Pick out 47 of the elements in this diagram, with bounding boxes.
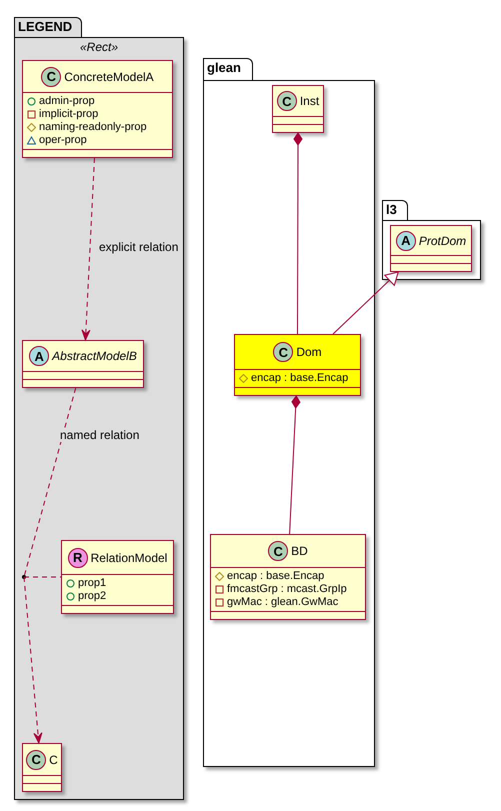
class-kind-icon: C — [41, 66, 62, 86]
class-name: RelationModel — [90, 550, 168, 564]
class-box — [22, 60, 173, 158]
dependency-arrow — [81, 158, 95, 340]
class-attribute: naming-readonly-prop — [39, 121, 147, 134]
dependency-arrow — [24, 576, 42, 744]
class-kind-icon: C — [268, 541, 288, 561]
class-name: C — [49, 752, 58, 766]
edge-label: explicit relation — [97, 240, 180, 254]
package-tab: LEGEND — [14, 17, 82, 37]
class-box — [22, 743, 62, 792]
class-box — [234, 334, 361, 396]
class-name: ConcreteModelA — [64, 70, 154, 84]
class-attribute: oper-prop — [39, 134, 87, 147]
class-name: Inst — [300, 94, 320, 108]
association-line — [24, 388, 76, 578]
class-name: BD — [291, 544, 308, 558]
class-attribute: admin-prop — [39, 95, 95, 108]
class-box — [22, 340, 144, 388]
class-kind-icon: A — [396, 230, 416, 250]
package-tab: glean — [203, 58, 253, 80]
class-attribute: encap : base.Encap — [227, 570, 324, 583]
class-kind-icon: C — [26, 750, 46, 770]
inheritance-arrow — [332, 272, 399, 334]
class-box — [210, 534, 366, 620]
class-box — [272, 85, 324, 133]
class-kind-icon: R — [68, 548, 88, 568]
composition-line — [289, 396, 300, 534]
class-attribute: prop1 — [78, 577, 106, 590]
class-kind-icon: C — [276, 91, 297, 111]
class-attribute: fmcastGrp : mcast.GrpIp — [227, 583, 347, 596]
package-tab: l3 — [382, 200, 408, 220]
package-stereotype: «Rect» — [78, 40, 120, 54]
class-name: AbstractModelB — [52, 349, 137, 363]
class-box — [390, 225, 472, 272]
class-name: Dom — [296, 345, 322, 359]
edge-label: named relation — [58, 428, 142, 442]
class-name: ProtDom — [418, 234, 466, 248]
class-box — [61, 540, 174, 614]
class-attribute: implicit-prop — [39, 108, 98, 121]
class-attribute: gwMac : glean.GwMac — [227, 596, 338, 609]
composition-line — [293, 132, 302, 334]
class-kind-icon: C — [273, 342, 294, 362]
association-line — [24, 576, 62, 578]
class-kind-icon: A — [29, 346, 50, 366]
class-attribute: prop2 — [78, 590, 106, 603]
class-attribute: encap : base.Encap — [251, 372, 348, 385]
